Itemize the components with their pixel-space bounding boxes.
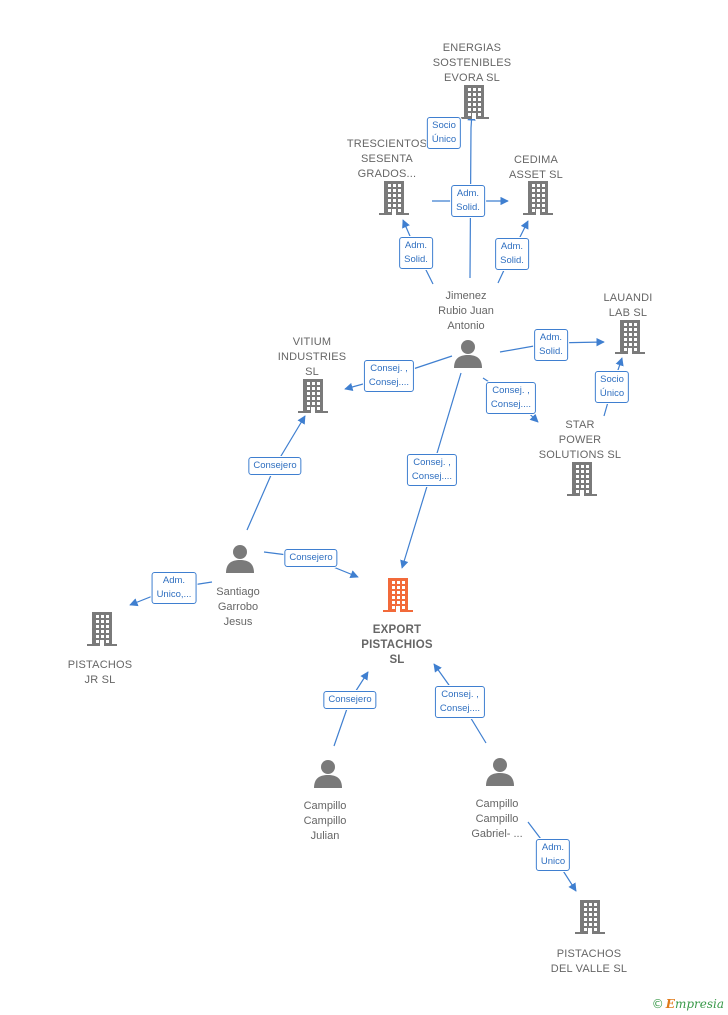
building-icon[interactable]	[297, 378, 329, 419]
person-icon[interactable]	[225, 543, 255, 578]
company-label[interactable]: LAUANDI LAB SL	[603, 292, 653, 319]
building-icon[interactable]	[574, 899, 606, 940]
brand-initial: E	[665, 997, 675, 1011]
relation-label[interactable]: Adm. Solid.	[495, 238, 529, 270]
relation-label[interactable]: Socio Único	[594, 371, 630, 403]
brand-watermark: ©Empresia	[652, 997, 724, 1011]
building-icon[interactable]	[458, 84, 490, 125]
building-icon[interactable]	[86, 611, 118, 652]
person-label[interactable]: Jimenez Rubio Juan Antonio	[438, 290, 494, 332]
relation-label[interactable]: Adm. Unico	[535, 839, 571, 871]
relation-label[interactable]: Adm. Solid.	[451, 185, 485, 217]
person-label[interactable]: Campillo Campillo Gabriel- ...	[471, 798, 523, 840]
building-icon[interactable]	[522, 180, 554, 221]
company-label[interactable]: PISTACHOS JR SL	[67, 659, 133, 686]
company-label[interactable]: VITIUM INDUSTRIES SL	[277, 336, 347, 378]
company-label[interactable]: CEDIMA ASSET SL	[509, 154, 563, 181]
relation-label[interactable]: Consejero	[284, 549, 338, 567]
person-icon[interactable]	[313, 758, 343, 793]
building-icon[interactable]	[382, 577, 414, 618]
person-icon[interactable]	[485, 756, 515, 791]
relation-label[interactable]: Consej. , Consej....	[363, 360, 415, 392]
relation-label[interactable]: Socio Único	[426, 117, 462, 149]
building-icon[interactable]	[566, 461, 598, 502]
relation-label[interactable]: Adm. Solid.	[534, 329, 568, 361]
building-icon[interactable]	[378, 180, 410, 221]
brand-name: mpresia	[674, 997, 724, 1011]
person-icon[interactable]	[453, 338, 483, 373]
building-icon[interactable]	[614, 319, 646, 360]
company-label[interactable]: TRESCIENTOS SESENTA GRADOS...	[346, 138, 428, 180]
company-label[interactable]: PISTACHOS DEL VALLE SL	[550, 948, 628, 975]
person-label[interactable]: Campillo Campillo Julian	[303, 800, 347, 842]
relation-label[interactable]: Adm. Solid.	[399, 237, 433, 269]
relation-label[interactable]: Consej. , Consej....	[485, 382, 537, 414]
relation-edge	[333, 671, 369, 747]
company-label[interactable]: ENERGIAS SOSTENIBLES EVORA SL	[432, 42, 512, 84]
relation-label[interactable]: Consej. , Consej....	[434, 686, 486, 718]
relation-label[interactable]: Adm. Unico,...	[151, 572, 197, 604]
company-label[interactable]: STAR POWER SOLUTIONS SL	[538, 419, 622, 461]
person-label[interactable]: Santiago Garrobo Jesus	[216, 586, 260, 628]
relation-label[interactable]: Consejero	[323, 691, 377, 709]
relation-label[interactable]: Consej. , Consej....	[406, 454, 458, 486]
company-label[interactable]: EXPORT PISTACHIOS SL	[361, 624, 433, 666]
copyright-symbol: ©	[651, 997, 664, 1011]
relation-label[interactable]: Consejero	[248, 457, 302, 475]
